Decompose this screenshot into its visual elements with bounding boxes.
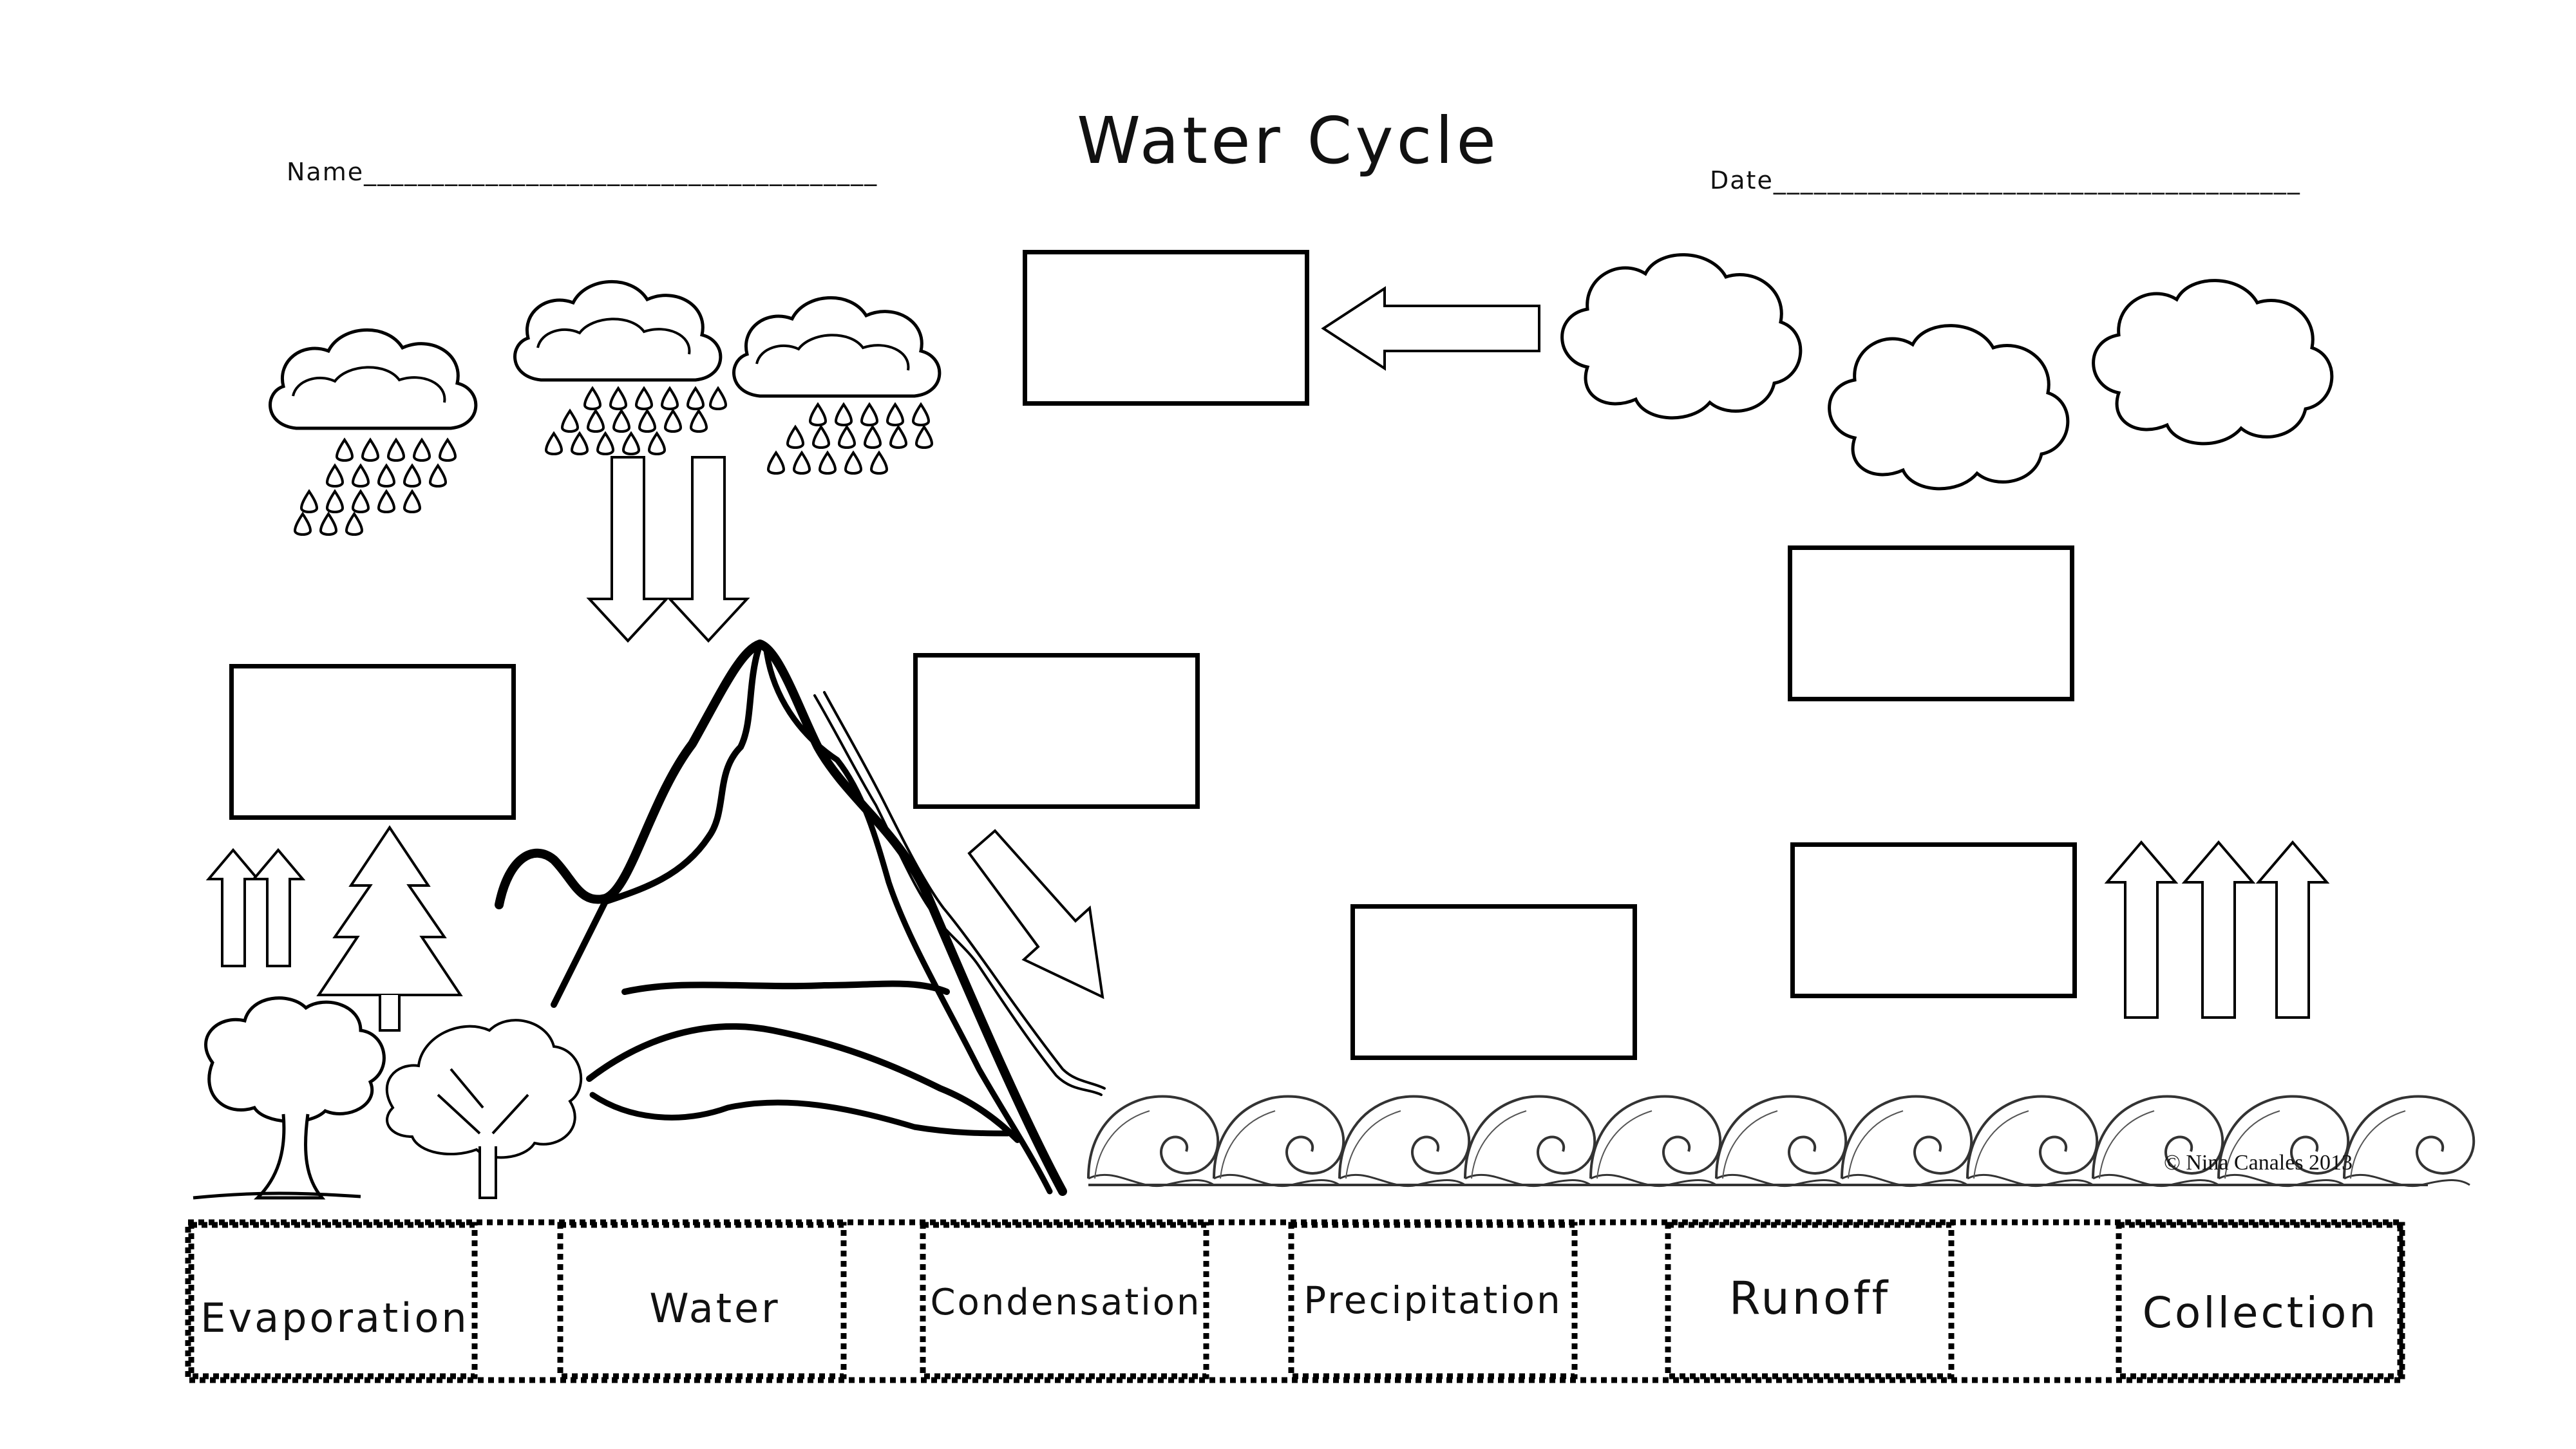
cutout-word: Water	[649, 1285, 781, 1332]
answer-box-left[interactable]	[229, 664, 516, 820]
rain-cloud-icon	[515, 281, 727, 455]
cutout-word: Evaporation	[200, 1294, 469, 1341]
cloud-icon	[1830, 326, 2068, 489]
cloud-icon	[1562, 255, 1801, 418]
answer-box-top-center[interactable]	[1023, 250, 1309, 406]
cutout-word: Collection	[2142, 1288, 2379, 1338]
wave-icon	[1087, 1095, 2476, 1188]
mountain-icon	[495, 639, 1106, 1196]
arrow-down-icon	[586, 456, 750, 643]
cutout-word: Condensation	[930, 1282, 1202, 1323]
answer-box-right-lower[interactable]	[1790, 842, 2077, 998]
copyright-notice: © Nina Canales 2013	[2164, 1151, 2353, 1175]
page-title: Water Cycle	[1077, 103, 1499, 178]
arrow-left-icon	[1321, 286, 1540, 371]
tree-icon	[385, 1019, 583, 1199]
answer-box-ocean[interactable]	[1350, 904, 1637, 1060]
tree-icon	[193, 996, 386, 1200]
answer-box-mountain[interactable]	[913, 653, 1200, 809]
pine-tree-icon	[316, 825, 463, 1032]
rain-cloud-icon	[270, 330, 476, 536]
cutout-word: Precipitation	[1303, 1278, 1562, 1322]
name-field[interactable]: Name____________________________________…	[287, 158, 878, 186]
arrow-up-icon	[205, 848, 306, 967]
cloud-icon	[2094, 281, 2332, 444]
date-field[interactable]: Date____________________________________…	[1710, 166, 2301, 194]
arrow-up-icon	[2104, 840, 2330, 1019]
cutout-strip	[185, 1219, 2405, 1383]
answer-box-right-upper[interactable]	[1788, 545, 2074, 701]
rain-cloud-icon	[734, 298, 940, 475]
cutout-word: Runoff	[1728, 1272, 1891, 1325]
arrow-diagonal-icon	[967, 829, 1104, 999]
